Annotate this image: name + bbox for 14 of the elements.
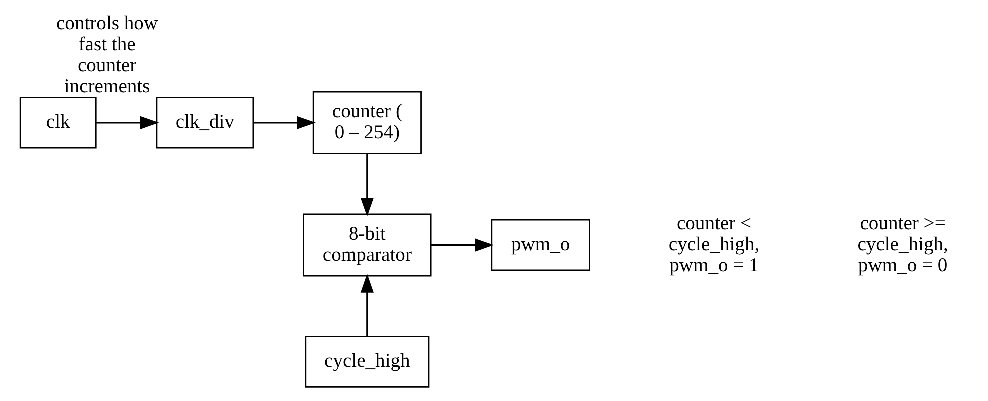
arrow: [254, 116, 316, 130]
node-box: pwm_o: [491, 219, 590, 272]
arrow: [96, 116, 160, 130]
node-box: counter ( 0 – 254): [312, 91, 422, 154]
node-box: clk_div: [156, 97, 254, 149]
arrow: [360, 154, 374, 217]
node-box: 8-bit comparator: [303, 214, 432, 277]
label: counter >= cycle_high, pwm_o = 0: [858, 213, 948, 276]
node-box: cycle_high: [305, 336, 430, 388]
node-label: controls how fast the counter increments: [56, 13, 158, 98]
arrow: [431, 238, 494, 252]
arrow: [360, 274, 374, 337]
label: counter < cycle_high, pwm_o = 1: [668, 213, 760, 276]
node-box: clk: [20, 97, 97, 149]
